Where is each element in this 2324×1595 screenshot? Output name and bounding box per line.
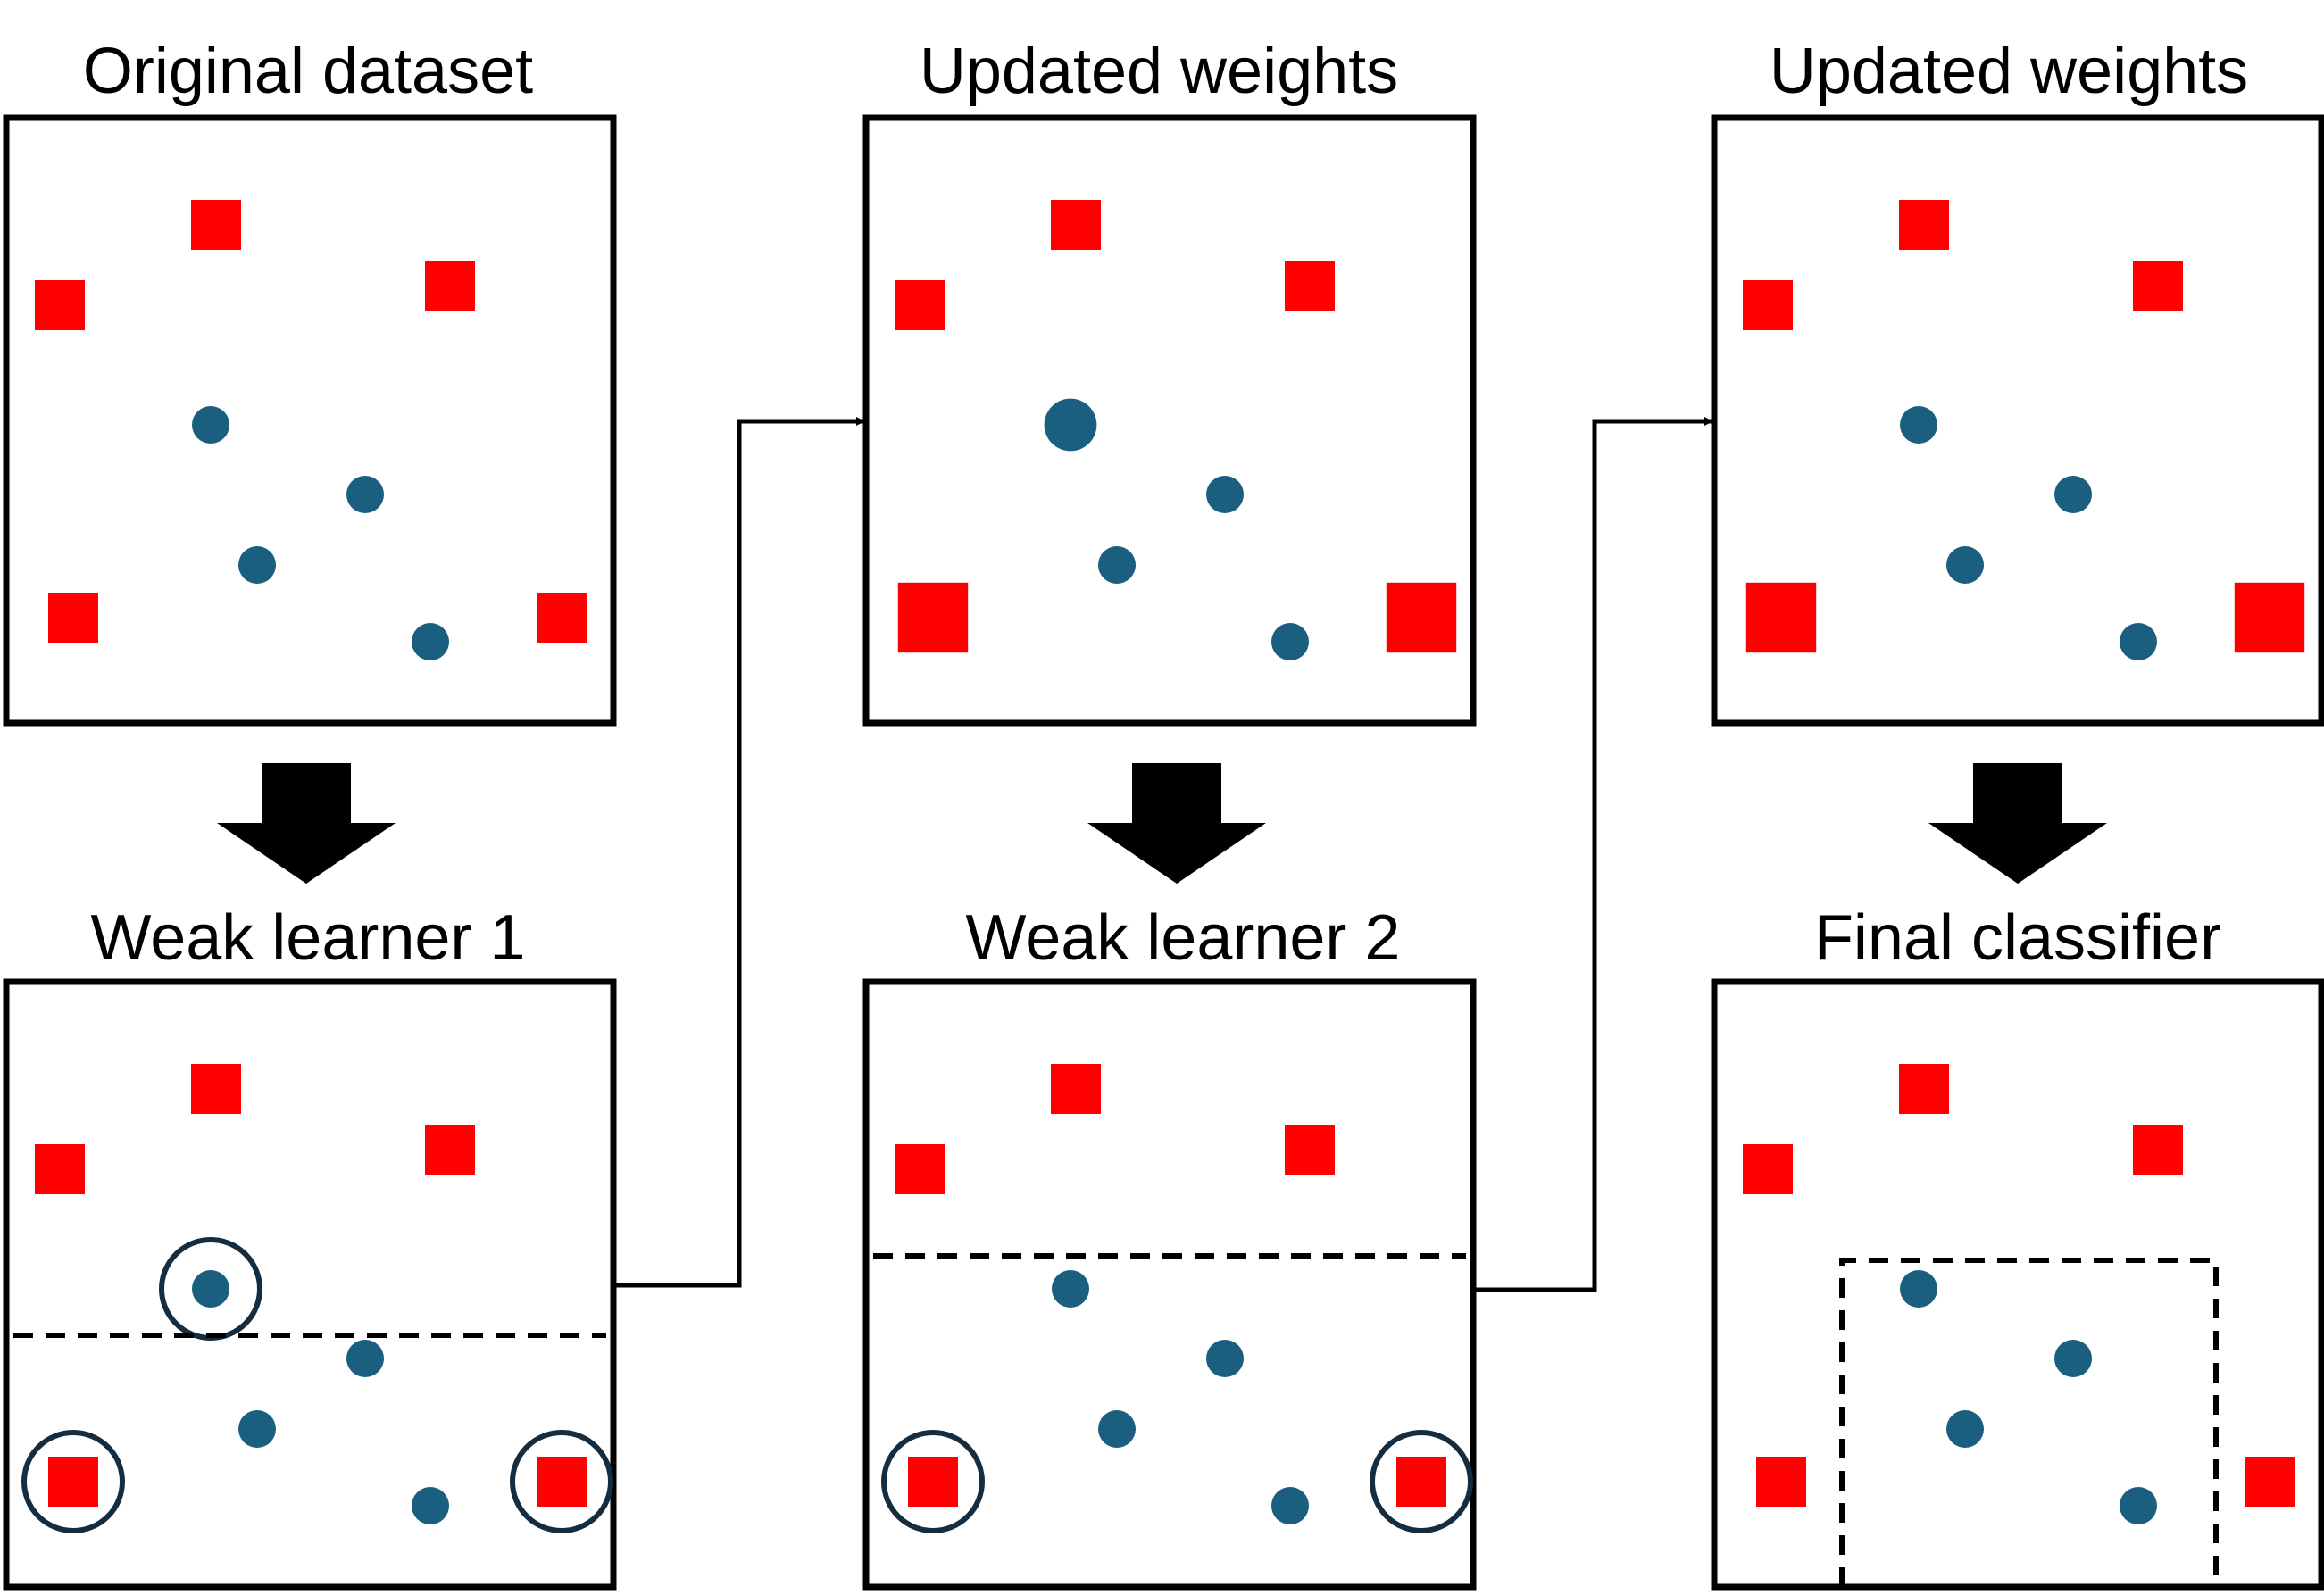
panel-final-classifier [1711,978,2324,1591]
red-square-point [1051,200,1101,250]
panel-title-weak-learner-2: Weak learner 2 [966,902,1401,974]
decision-region [1839,1258,2219,1587]
red-square-point [537,1457,587,1507]
misclassified-ring [21,1430,125,1533]
red-square-point [895,1144,945,1194]
panel-title-final-classifier: Final classifier [1814,902,2221,974]
red-square-point [425,1125,475,1175]
red-square-point [2133,1125,2183,1175]
red-square-point [895,280,945,330]
connector-arrow-2 [1474,417,1713,1292]
red-square-point [1743,1144,1793,1194]
red-square-point [191,200,241,250]
blue-circle-point [1052,1270,1089,1308]
red-square-point [1285,1125,1335,1175]
red-square-point [191,1064,241,1114]
blue-circle-point [2120,623,2157,660]
red-square-point [1051,1064,1101,1114]
panel-title-original-dataset: Original dataset [83,36,533,107]
red-square-point [537,593,587,643]
blue-circle-point [2054,1340,2092,1377]
blue-circle-point [238,546,276,584]
blue-circle-point [2054,476,2092,513]
red-square-point [1899,1064,1949,1114]
panel-original-dataset [3,114,617,727]
blue-circle-point [1206,476,1244,513]
panel-updated-weights-2 [1711,114,2324,727]
red-square-point [35,1144,85,1194]
blue-circle-point [1044,398,1097,452]
red-square-point [2234,582,2305,653]
blue-circle-point [1946,546,1984,584]
blue-circle-point [412,1487,449,1524]
blue-circle-point [346,1340,384,1377]
blue-circle-point [1098,1410,1136,1448]
red-square-point [48,593,98,643]
down-arrow-icon [1087,763,1266,884]
blue-circle-point [238,1410,276,1448]
panel-frame [1711,978,2324,1591]
red-square-point [1745,582,1817,653]
misclassified-ring [510,1430,613,1533]
blue-circle-point [1271,1487,1309,1524]
blue-circle-point [346,476,384,513]
blue-circle-point [1900,1270,1937,1308]
red-square-point [908,1457,958,1507]
blue-circle-point [1206,1340,1244,1377]
panel-updated-weights-1 [862,114,1477,727]
red-square-point [1899,200,1949,250]
panel-frame [3,114,617,727]
down-arrow-icon [1928,763,2107,884]
panel-title-weak-learner-1: Weak learner 1 [91,902,526,974]
panel-weak-learner-2 [862,978,1477,1591]
red-square-point [1285,261,1335,311]
panel-weak-learner-1 [3,978,617,1591]
blue-circle-point [192,1270,229,1308]
red-square-point [425,261,475,311]
blue-circle-point [1900,406,1937,444]
panel-title-updated-weights-2: Updated weights [1770,36,2248,107]
down-arrow-icon [217,763,396,884]
misclassified-ring [1370,1430,1473,1533]
blue-circle-point [2120,1487,2157,1524]
red-square-point [897,582,969,653]
blue-circle-point [412,623,449,660]
red-square-point [48,1457,98,1507]
red-square-point [35,280,85,330]
misclassified-ring [881,1430,985,1533]
blue-circle-point [1271,623,1309,660]
red-square-point [1743,280,1793,330]
red-square-point [1756,1457,1806,1507]
red-square-point [2245,1457,2295,1507]
connector-arrow-1 [614,417,865,1288]
red-square-point [1386,582,1457,653]
blue-circle-point [192,406,229,444]
red-square-point [2133,261,2183,311]
blue-circle-point [1098,546,1136,584]
red-square-point [1396,1457,1446,1507]
blue-circle-point [1946,1410,1984,1448]
panel-title-updated-weights-1: Updated weights [920,36,1398,107]
